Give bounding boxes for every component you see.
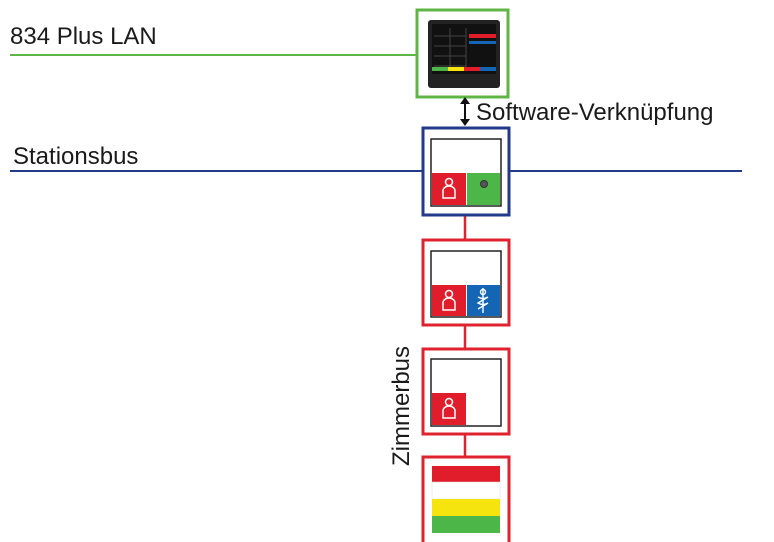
person-icon xyxy=(442,289,456,311)
call-button xyxy=(432,285,466,316)
station-terminal xyxy=(421,126,511,217)
led-dot-icon xyxy=(480,180,488,188)
touch-display-icon xyxy=(428,20,500,88)
room-terminal-1 xyxy=(421,238,511,327)
presence-button xyxy=(467,173,500,205)
person-icon xyxy=(442,397,456,419)
lan-terminal xyxy=(415,8,510,99)
double-arrow-icon xyxy=(460,97,470,126)
person-icon xyxy=(442,177,456,199)
caduceus-icon xyxy=(476,288,489,313)
call-button xyxy=(432,393,466,425)
station-bus-label: Stationsbus xyxy=(13,143,138,170)
call-button xyxy=(432,173,466,205)
software-link-label: Software-Verknüpfung xyxy=(476,99,713,126)
lan-label: 834 Plus LAN xyxy=(10,23,157,50)
medical-call-button xyxy=(467,285,500,316)
dome-light-icon xyxy=(421,455,511,542)
room-bus-label: Zimmerbus xyxy=(388,346,415,466)
room-terminal-2 xyxy=(421,347,511,436)
